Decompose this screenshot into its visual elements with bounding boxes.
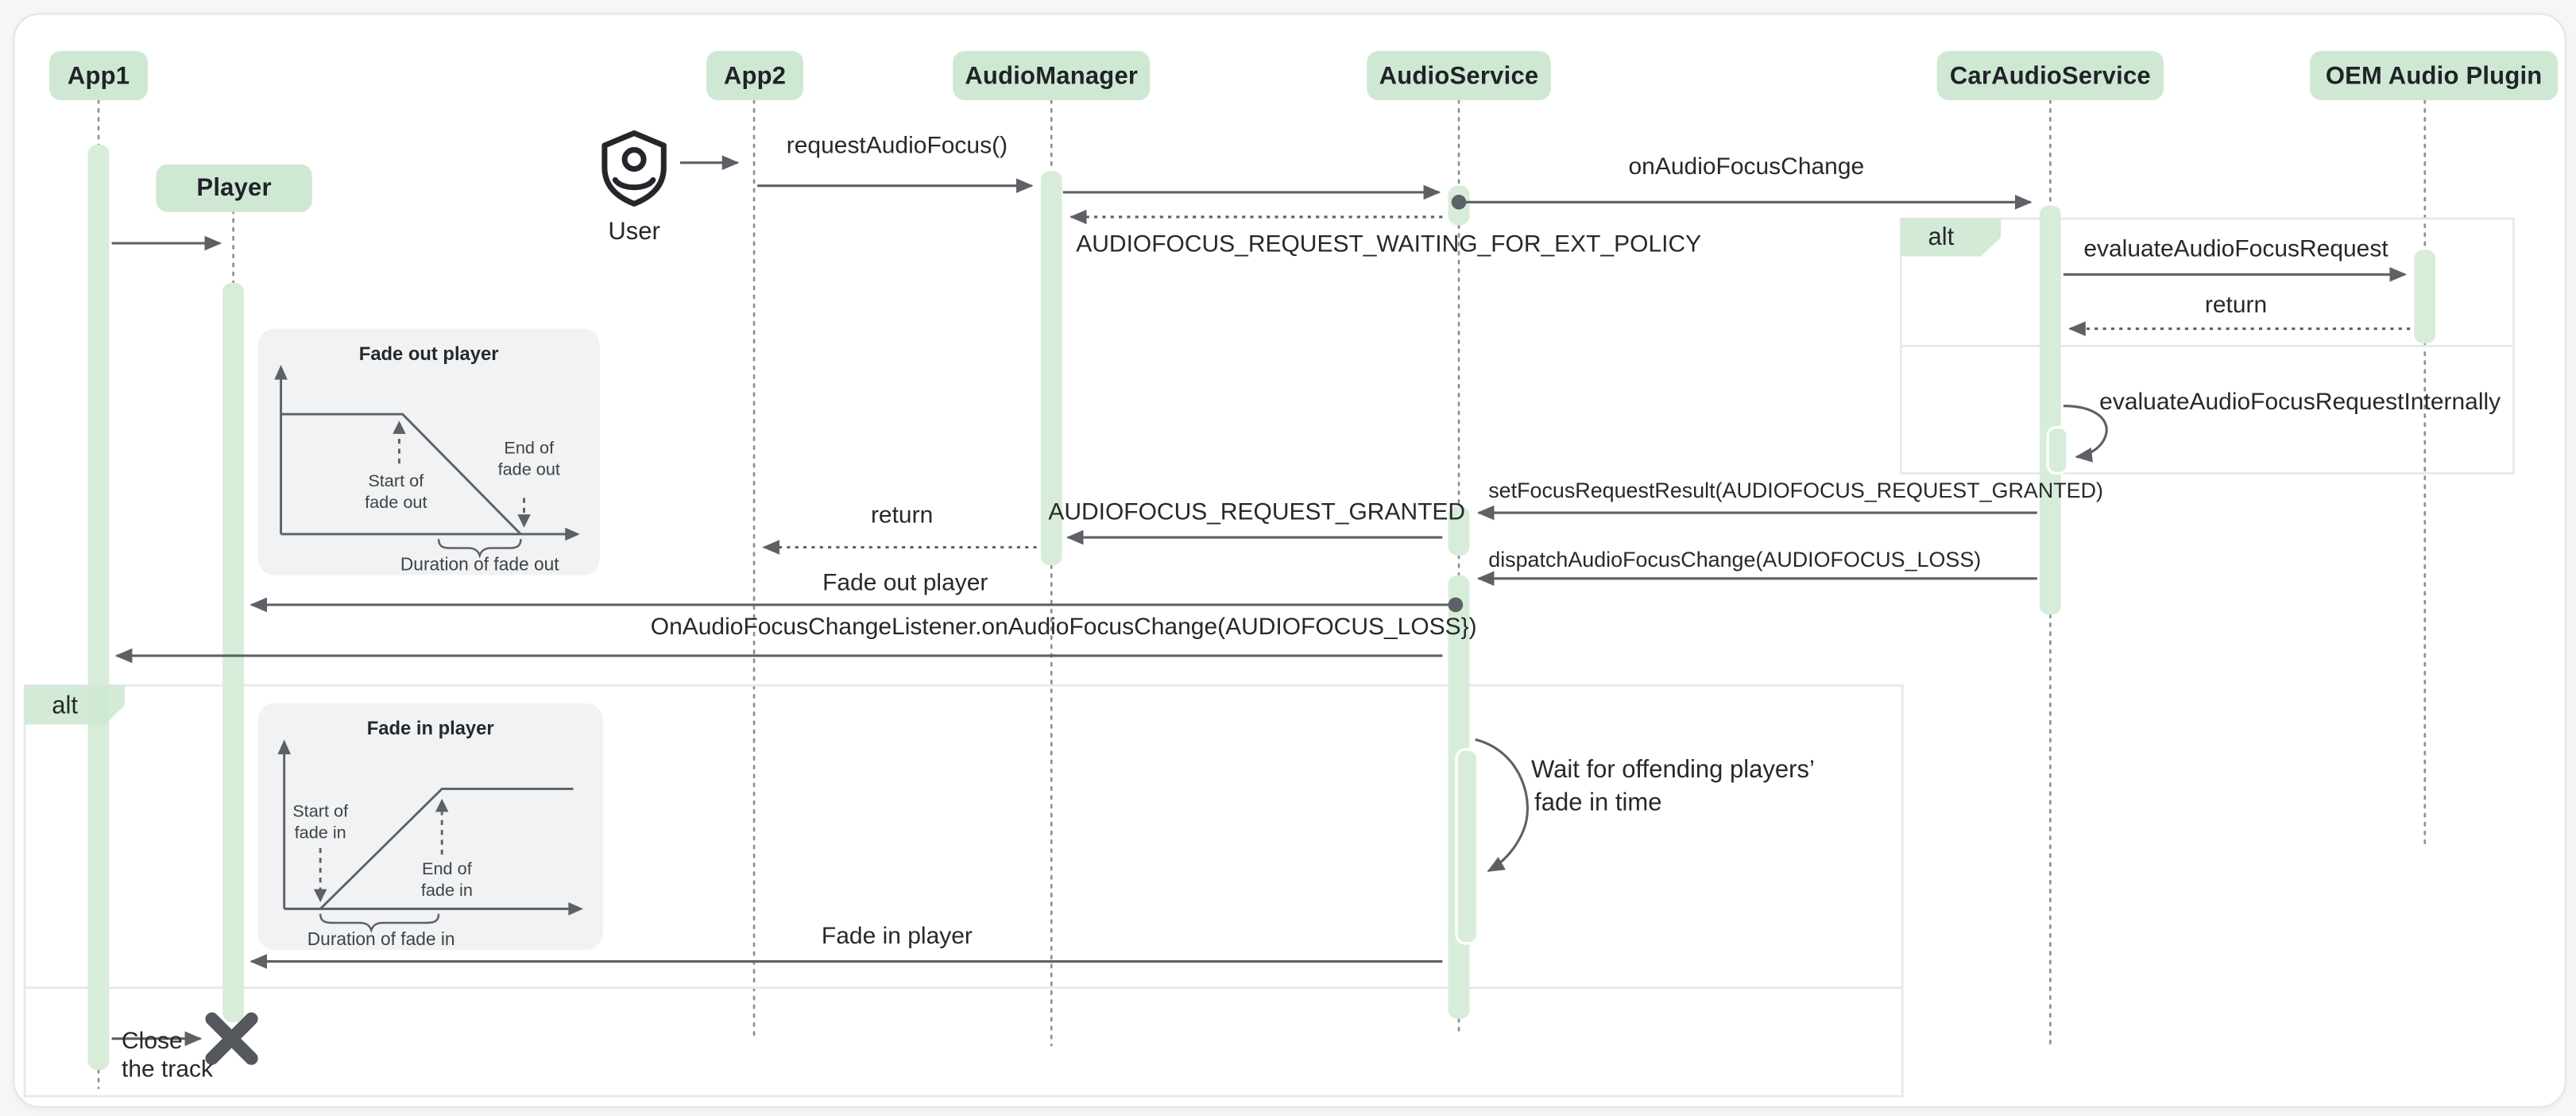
note-wait-for-fade: Wait for offending players’ fade in time [1531,754,1815,820]
fade-out-duration-label: Duration of fade out [400,553,559,574]
alt-tag-policy-label: alt [1928,223,1955,252]
alt-tag-player: alt [25,685,126,725]
alt-tag-player-label: alt [52,691,79,719]
msg-request-granted: AUDIOFOCUS_REQUEST_GRANTED [1048,499,1466,526]
alt-tag-policy: alt [1901,218,2002,257]
activation-audioservice-nested [1455,748,1479,945]
fade-out-title: Fade out player [359,343,499,365]
fade-in-start-line1: Start of [292,801,349,821]
participant-player: Player [156,164,312,212]
fade-in-duration-label: Duration of fade in [307,928,455,949]
fade-out-start-line2: fade out [365,492,427,512]
msg-evaluate-internally: evaluateAudioFocusRequestInternally [2099,389,2501,417]
message-arrows [111,155,2411,1047]
participant-audiomanager: AudioManager [953,51,1151,101]
participant-caraudioservice: CarAudioService [1936,51,2164,101]
fade-in-inset: Fade in player Start of fade in End of f… [257,703,603,951]
msg-granted-return: return [870,502,934,529]
activation-audioservice-2 [1448,506,1470,556]
participant-app2: App2 [706,51,804,101]
participant-app1-label: App1 [67,61,130,90]
fade-out-inset: Fade out player Start of fade out End of… [257,328,600,575]
user-icon [601,130,667,207]
lifelines [97,99,2427,1090]
msg-evaluate-return: return [2204,293,2268,320]
msg-request-audio-focus: requestAudioFocus() [786,133,1008,160]
dot-on-audio-focus-change [1451,195,1467,210]
arrow-evaluate-internally [2063,405,2108,463]
note-line2: fade in time [1534,789,1662,817]
msg-fade-out-player: Fade out player [822,570,988,597]
activation-app1 [87,144,110,1071]
msg-evaluate-request: evaluateAudioFocusRequest [2083,236,2388,263]
destroy-x-icon [205,1012,258,1065]
participant-audioservice-label: AudioService [1379,61,1539,90]
msg-dispatch-change: dispatchAudioFocusChange(AUDIOFOCUS_LOSS… [1488,547,1982,572]
activation-caraudioservice [2039,205,2061,615]
msg-set-focus-result: setFocusRequestResult(AUDIOFOCUS_REQUEST… [1488,478,2103,503]
participant-caraudioservice-label: CarAudioService [1949,61,2151,90]
msg-close-line1: Close [122,1029,183,1056]
note-line1: Wait for offending players’ [1531,756,1815,785]
alt-frames [23,217,2515,1098]
arrow-wait-loop [1475,738,1529,873]
fade-out-graph: Fade out player Start of fade out End of… [274,343,580,574]
fade-out-end-line1: End of [504,438,555,458]
participant-audioservice: AudioService [1367,51,1551,101]
participant-oem-audio-plugin: OEM Audio Plugin [2310,51,2559,101]
participant-app1: App1 [49,51,149,101]
activation-player [222,282,245,1023]
msg-request-waiting: AUDIOFOCUS_REQUEST_WAITING_FOR_EXT_POLIC… [1076,231,1702,258]
activation-caraudioservice-nested [2046,425,2069,475]
actor-user-label: User [608,217,660,246]
msg-close-line2: the track [122,1056,213,1083]
msg-focus-change-listener: OnAudioFocusChangeListener.onAudioFocusC… [650,614,1477,641]
dot-fade-out [1448,597,1464,613]
participant-oem-audio-plugin-label: OEM Audio Plugin [2325,61,2543,90]
participant-app2-label: App2 [723,61,787,90]
fade-out-start-line1: Start of [368,471,424,490]
msg-close-track: Close the track [122,1029,213,1083]
msg-fade-in-player: Fade in player [821,924,973,951]
msg-on-audio-focus-change: onAudioFocusChange [1628,154,1865,181]
alt-frame-player [23,684,1904,1098]
fade-out-end-line2: fade out [498,459,560,479]
fade-in-title: Fade in player [367,718,494,739]
fade-in-end-line1: End of [422,858,473,878]
activation-oem [2414,250,2436,344]
participant-player-label: Player [196,174,272,203]
participant-audiomanager-label: AudioManager [965,61,1139,90]
fade-in-end-line2: fade in [421,880,473,900]
fade-in-start-line2: fade in [295,822,346,842]
activation-audiomanager [1040,171,1062,566]
fade-in-graph: Fade in player Start of fade in End of f… [277,718,583,949]
